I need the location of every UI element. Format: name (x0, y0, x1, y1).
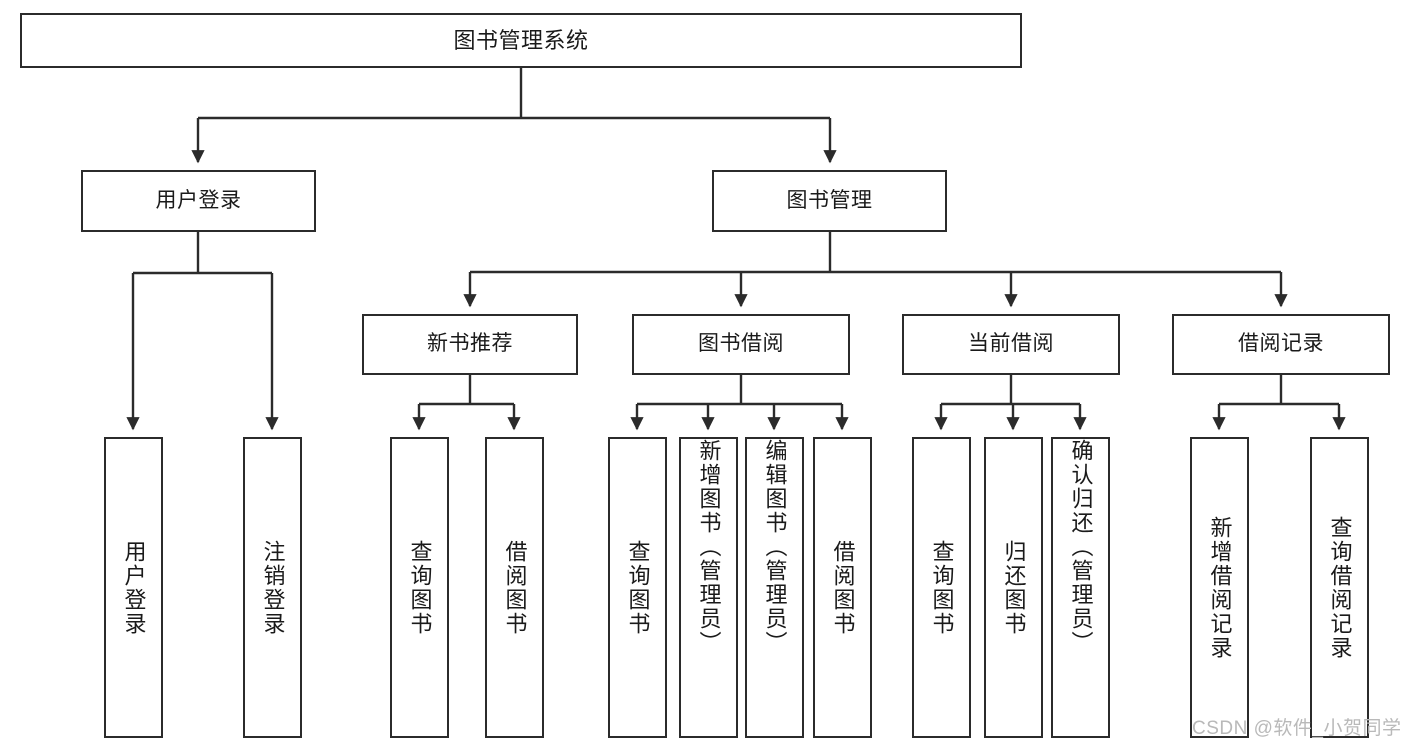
node-user-login-label: 用户登录 (155, 188, 242, 212)
leaf-user-login-label: 用户登录 (121, 539, 147, 636)
node-current-borrow-label: 当前借阅 (968, 332, 1054, 356)
leaf-add-borrow-record-label: 新增借阅记录 (1207, 515, 1233, 660)
node-root-label: 图书管理系统 (453, 27, 589, 53)
leaf-query-book-borrow[interactable]: 查询图书 (608, 437, 667, 738)
leaf-borrow-book-label: 借阅图书 (830, 539, 856, 636)
leaf-edit-book-admin[interactable]: 编辑图书（管理员） (745, 437, 804, 738)
leaf-user-login[interactable]: 用户登录 (104, 437, 163, 738)
node-book-management-label: 图书管理 (786, 188, 873, 212)
leaf-query-book-current[interactable]: 查询图书 (912, 437, 971, 738)
node-new-book-recommend[interactable]: 新书推荐 (362, 314, 578, 375)
leaf-query-book-current-label: 查询图书 (929, 539, 955, 636)
node-root[interactable]: 图书管理系统 (20, 13, 1022, 68)
node-book-borrow-label: 图书借阅 (698, 332, 784, 356)
leaf-logout[interactable]: 注销登录 (243, 437, 302, 738)
node-borrow-record[interactable]: 借阅记录 (1172, 314, 1390, 375)
leaf-confirm-return-admin[interactable]: 确认归还（管理员） (1051, 437, 1110, 738)
leaf-add-book-admin-label: 新增图书（管理员） (696, 439, 722, 655)
leaf-return-book-label: 归还图书 (1001, 539, 1027, 636)
leaf-add-book-admin[interactable]: 新增图书（管理员） (679, 437, 738, 738)
node-book-borrow[interactable]: 图书借阅 (632, 314, 850, 375)
leaf-return-book[interactable]: 归还图书 (984, 437, 1043, 738)
leaf-add-borrow-record[interactable]: 新增借阅记录 (1190, 437, 1249, 738)
watermark: CSDN @软件_小贺同学 (1192, 718, 1402, 739)
node-book-management[interactable]: 图书管理 (712, 170, 947, 232)
leaf-borrow-book-new[interactable]: 借阅图书 (485, 437, 544, 738)
leaf-edit-book-admin-label: 编辑图书（管理员） (762, 439, 788, 655)
leaf-query-book-borrow-label: 查询图书 (625, 539, 651, 636)
node-new-book-recommend-label: 新书推荐 (427, 332, 513, 356)
leaf-borrow-book[interactable]: 借阅图书 (813, 437, 872, 738)
node-user-login[interactable]: 用户登录 (81, 170, 316, 232)
leaf-confirm-return-admin-label: 确认归还（管理员） (1068, 439, 1094, 655)
leaf-query-book-new-label: 查询图书 (407, 539, 433, 636)
leaf-borrow-book-new-label: 借阅图书 (502, 539, 528, 636)
node-borrow-record-label: 借阅记录 (1238, 332, 1324, 356)
leaf-query-book-new[interactable]: 查询图书 (390, 437, 449, 738)
leaf-query-borrow-record[interactable]: 查询借阅记录 (1310, 437, 1369, 738)
leaf-query-borrow-record-label: 查询借阅记录 (1327, 515, 1353, 660)
leaf-logout-label: 注销登录 (260, 539, 286, 636)
node-current-borrow[interactable]: 当前借阅 (902, 314, 1120, 375)
